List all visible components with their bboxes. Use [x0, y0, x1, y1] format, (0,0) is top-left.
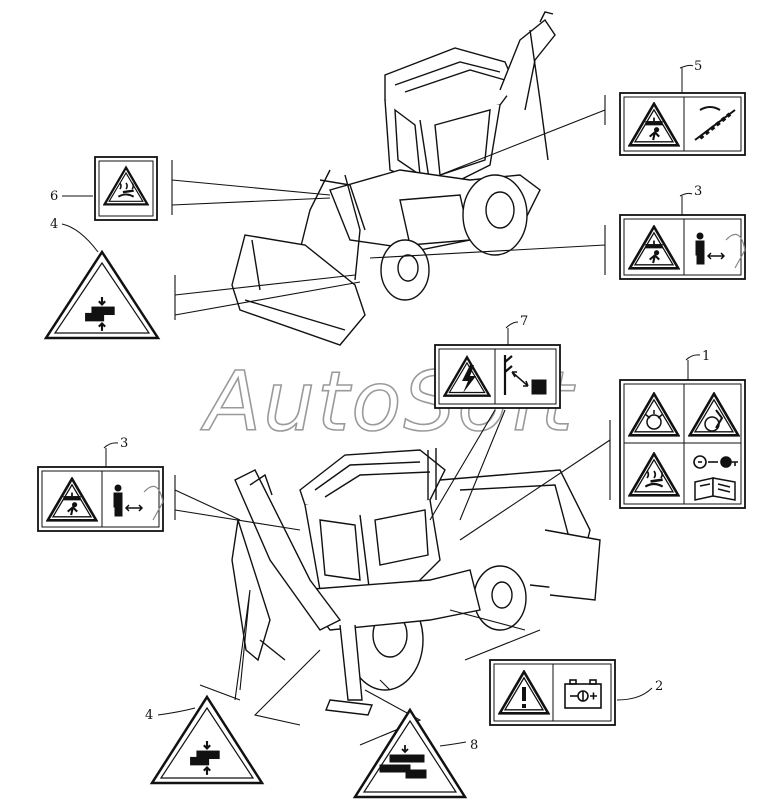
- decal-6-hot-surface: [94, 156, 158, 221]
- battery-icon: [564, 679, 602, 709]
- read-manual-icon: [694, 477, 736, 501]
- keep-clear-person-icon: [695, 232, 746, 269]
- decal-4-top-hand-crush: [43, 249, 161, 340]
- decal-5-crush-boom-lock: [619, 92, 746, 156]
- remove-key-icon: [693, 455, 738, 469]
- callout-4-bottom: 4: [145, 708, 153, 723]
- general-warning-icon: [498, 670, 550, 715]
- decal-4-bottom-hand-crush: [149, 694, 265, 785]
- backhoe-top-illustration: [231, 11, 556, 346]
- callout-8: 8: [470, 738, 478, 753]
- foot-crush-icon: [379, 745, 427, 779]
- decal-1-multi-hazard: [619, 379, 746, 509]
- leader-lines: [171, 95, 611, 746]
- boom-lock-icon: [694, 106, 736, 141]
- callout-6: 6: [50, 189, 58, 204]
- overhead-line-clearance-icon: [503, 355, 547, 395]
- callout-1: 1: [702, 349, 710, 364]
- decal-2-battery-warning: [489, 659, 616, 726]
- flying-debris-icon: [628, 392, 680, 437]
- decal-8-foot-crush: [352, 707, 468, 799]
- electrical-hazard-icon: [443, 356, 491, 397]
- callout-3-left: 3: [120, 436, 128, 451]
- decal-7-electrical-hazard: [434, 344, 561, 409]
- decal-3-top-crush-keep-clear: [619, 214, 746, 280]
- callout-2: 2: [655, 679, 663, 694]
- backhoe-bottom-illustration: [231, 448, 601, 716]
- entanglement-icon: [688, 392, 740, 437]
- decal-3-left-crush-keep-clear: [37, 466, 164, 532]
- keep-clear-person-icon: [113, 484, 164, 521]
- callout-7: 7: [520, 314, 528, 329]
- callout-3-top: 3: [694, 184, 702, 199]
- callout-5: 5: [694, 59, 702, 74]
- callout-4-top: 4: [50, 217, 58, 232]
